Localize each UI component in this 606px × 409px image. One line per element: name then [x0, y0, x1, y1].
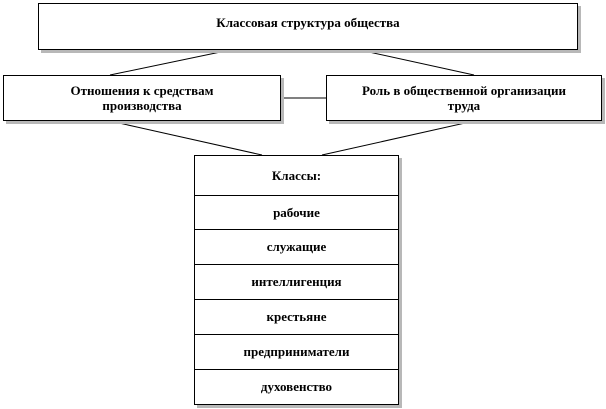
- class-row-workers: рабочие: [195, 196, 398, 230]
- class-label: духовенство: [260, 379, 333, 394]
- connector-left-classes: [109, 120, 263, 156]
- class-structure-title: Классовая структура общества: [216, 15, 400, 30]
- connector-top-left: [109, 49, 231, 76]
- labor-organization-role-box: Роль в общественной организации труда: [326, 75, 602, 121]
- classes-header: Классы:: [271, 167, 322, 183]
- means-of-production-line1: Отношения к средствам: [70, 83, 214, 98]
- class-row-entrepreneurs: предприниматели: [195, 335, 398, 370]
- labor-organization-role-line2: труда: [447, 98, 481, 113]
- class-row-peasants: крестьяне: [195, 300, 398, 335]
- means-of-production-line2: производства: [102, 98, 182, 113]
- class-label: интеллигенция: [251, 274, 342, 289]
- class-structure-title-box: Классовая структура общества: [38, 3, 578, 50]
- class-row-clergy: духовенство: [195, 370, 398, 404]
- class-row-intelligentsia: интеллигенция: [195, 265, 398, 300]
- connector-top-right: [359, 49, 475, 76]
- classes-header-row: Классы:: [195, 156, 398, 196]
- means-of-production-box: Отношения к средствам производства: [3, 75, 281, 121]
- connector-right-classes: [321, 120, 475, 156]
- class-label: служащие: [266, 239, 327, 254]
- class-label: рабочие: [273, 204, 320, 220]
- classes-table: Классы: рабочие служащие интеллигенция к…: [194, 155, 399, 405]
- class-row-employees: служащие: [195, 230, 398, 265]
- class-label: крестьяне: [266, 309, 327, 324]
- class-label: предприниматели: [243, 344, 350, 359]
- labor-organization-role-line1: Роль в общественной организации: [361, 83, 566, 98]
